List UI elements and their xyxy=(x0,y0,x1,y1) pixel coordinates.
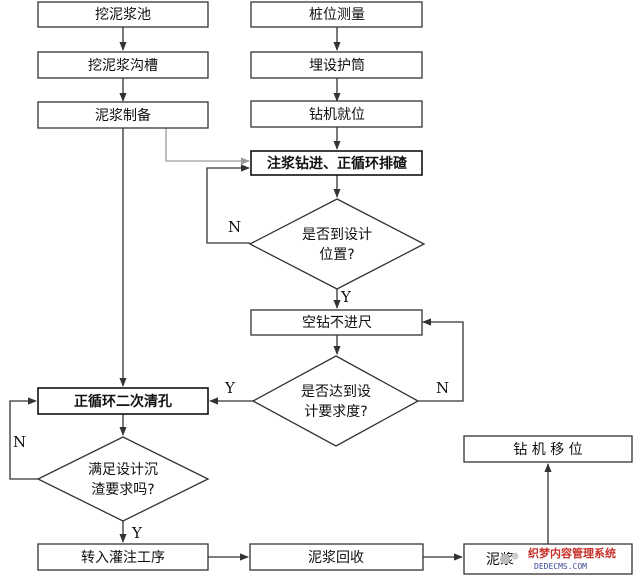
node-rig-position-label: 钻机就位 xyxy=(309,107,365,123)
node-dig-trench-label: 挖泥浆沟槽 xyxy=(88,58,158,74)
arrow-q3-no-loop xyxy=(9,397,38,480)
node-drill-circulate: 注浆钻进、正循环排碴 xyxy=(250,150,423,176)
node-rig-position: 钻机就位 xyxy=(250,100,423,128)
watermark-logo-icon xyxy=(500,554,510,564)
watermark-text: 织梦内容管理系统 xyxy=(528,546,616,560)
decision-design-position-line1: 是否到设计 xyxy=(302,227,372,243)
branch-labels: N Y N Y N Y xyxy=(13,218,449,542)
decision-sediment-line2: 渣要求吗? xyxy=(91,482,154,498)
arrow-q1-no-loop xyxy=(206,164,250,244)
node-to-pouring: 转入灌注工序 xyxy=(37,543,209,571)
decision-sediment-line1: 满足设计沉 xyxy=(88,462,158,478)
node-to-pouring-label: 转入灌注工序 xyxy=(81,550,165,566)
arrow-mud-to-drill xyxy=(165,128,250,165)
node-pile-survey-label: 桩位测量 xyxy=(309,6,365,23)
label-q2-no: N xyxy=(436,379,449,397)
label-q3-no: N xyxy=(13,433,26,451)
node-rig-move: 钻 机 移 位 xyxy=(463,435,633,463)
decision-depth-line2: 计要求度? xyxy=(304,404,367,420)
watermark-sub: DEDECMS.COM xyxy=(534,562,587,571)
node-mud-recovery-label: 泥浆回收 xyxy=(308,550,364,566)
decision-depth: 是否达到设 计要求度? xyxy=(251,355,420,447)
label-q1-no: N xyxy=(228,218,241,236)
node-bury-casing: 埋设护筒 xyxy=(250,51,423,79)
decision-depth-line1: 是否达到设 xyxy=(301,384,371,400)
arrow-q2-no-loop xyxy=(418,318,464,402)
node-mud-prep-label: 泥浆制备 xyxy=(95,107,151,124)
node-idle-drill-label: 空钻不进尺 xyxy=(302,315,372,331)
node-dig-trench: 挖泥浆沟槽 xyxy=(37,51,209,79)
decision-design-position-line2: 位置? xyxy=(319,247,354,263)
node-second-clean-label: 正循环二次清孔 xyxy=(74,393,172,410)
node-mud-recovery: 泥浆回收 xyxy=(249,543,424,571)
node-bury-casing-label: 埋设护筒 xyxy=(309,57,365,74)
node-dig-pool-label: 挖泥浆池 xyxy=(95,7,151,23)
connectors xyxy=(9,27,552,561)
decision-design-position: 是否到设计 位置? xyxy=(248,198,426,290)
node-mud-prep: 泥浆制备 xyxy=(37,101,209,129)
watermark: 织梦内容管理系统 DEDECMS.COM xyxy=(500,546,616,571)
label-q2-yes: Y xyxy=(224,379,236,397)
label-q3-yes: Y xyxy=(131,524,143,542)
node-second-clean: 正循环二次清孔 xyxy=(37,387,209,415)
decision-sediment: 满足设计沉 渣要求吗? xyxy=(36,436,210,522)
node-drill-circulate-label: 注浆钻进、正循环排碴 xyxy=(267,155,408,172)
node-rig-move-label: 钻 机 移 位 xyxy=(513,442,582,458)
node-pile-survey: 桩位测量 xyxy=(250,1,423,28)
label-q1-yes: Y xyxy=(340,288,352,306)
node-mud-end: 泥浆 xyxy=(463,543,633,575)
node-idle-drill: 空钻不进尺 xyxy=(250,309,423,336)
node-dig-pool: 挖泥浆池 xyxy=(37,1,209,28)
watermark-logo-dot-icon xyxy=(511,552,519,560)
